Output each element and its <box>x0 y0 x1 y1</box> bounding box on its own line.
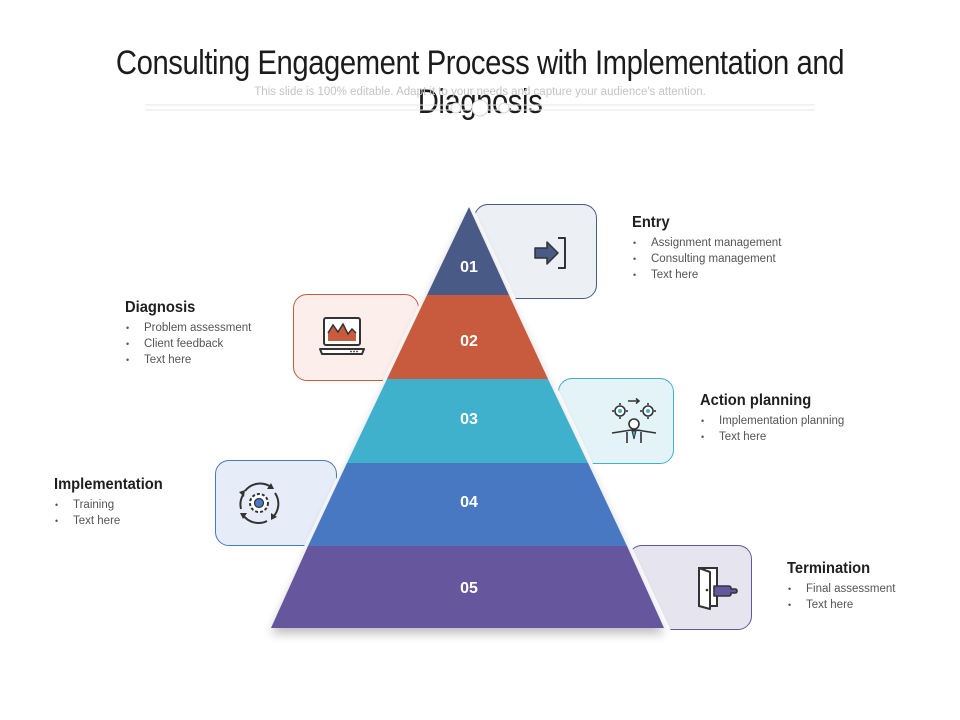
termination-label: Termination Final assessment Text here <box>787 560 895 613</box>
termination-bullets: Final assessment Text here <box>787 581 895 613</box>
person-gears-icon <box>611 397 657 443</box>
diagnosis-bullet: Problem assessment <box>125 320 251 336</box>
action-planning-bullets: Implementation planning Text here <box>700 413 844 445</box>
action-planning-label: Action planning Implementation planning … <box>700 392 844 445</box>
pyramid-level-5 <box>271 546 664 628</box>
termination-bullet: Text here <box>787 597 895 613</box>
level-number-02: 02 <box>460 333 478 350</box>
level-number-05: 05 <box>460 580 478 597</box>
entry-bullet: Consulting management <box>632 251 781 267</box>
diagnosis-bullets: Problem assessment Client feedback Text … <box>125 320 251 368</box>
entry-bullet: Text here <box>632 267 781 283</box>
exit-door-icon <box>698 567 738 610</box>
action-planning-bullet: Text here <box>700 429 844 445</box>
entry-bullet: Assignment management <box>632 235 781 251</box>
pyramid-level-4 <box>308 463 627 546</box>
pyramid-level-2 <box>387 295 548 379</box>
pyramid-level-3 <box>347 379 588 463</box>
pyramid-level-1 <box>427 207 509 295</box>
implementation-label: Implementation Training Text here <box>54 476 172 529</box>
diagnosis-bullet: Text here <box>125 352 251 368</box>
level-number-01: 01 <box>460 259 478 276</box>
enter-arrow-icon <box>534 237 566 269</box>
diagnosis-heading: Diagnosis <box>125 299 196 316</box>
termination-bullet: Final assessment <box>787 581 895 597</box>
implementation-bullet: Training <box>54 497 172 513</box>
implementation-bullet: Text here <box>54 513 172 529</box>
action-planning-bullet: Implementation planning <box>700 413 844 429</box>
level-number-03: 03 <box>460 411 478 428</box>
entry-label: Entry Assignment management Consulting m… <box>632 214 781 283</box>
page-subtitle: This slide is 100% editable. Adapt it to… <box>254 86 706 98</box>
termination-heading: Termination <box>787 560 871 577</box>
implementation-bullets: Training Text here <box>54 497 172 529</box>
entry-heading: Entry <box>632 214 670 231</box>
entry-bullets: Assignment management Consulting managem… <box>632 235 781 283</box>
action-planning-card <box>558 378 674 464</box>
diagnosis-label: Diagnosis Problem assessment Client feed… <box>125 299 251 368</box>
title-divider <box>145 99 815 117</box>
diagnosis-bullet: Client feedback <box>125 336 251 352</box>
level-number-04: 04 <box>460 494 478 511</box>
gear-cycle-icon <box>239 482 280 524</box>
implementation-heading: Implementation <box>54 476 163 493</box>
monitor-chart-icon <box>319 317 365 355</box>
action-planning-heading: Action planning <box>700 392 812 409</box>
